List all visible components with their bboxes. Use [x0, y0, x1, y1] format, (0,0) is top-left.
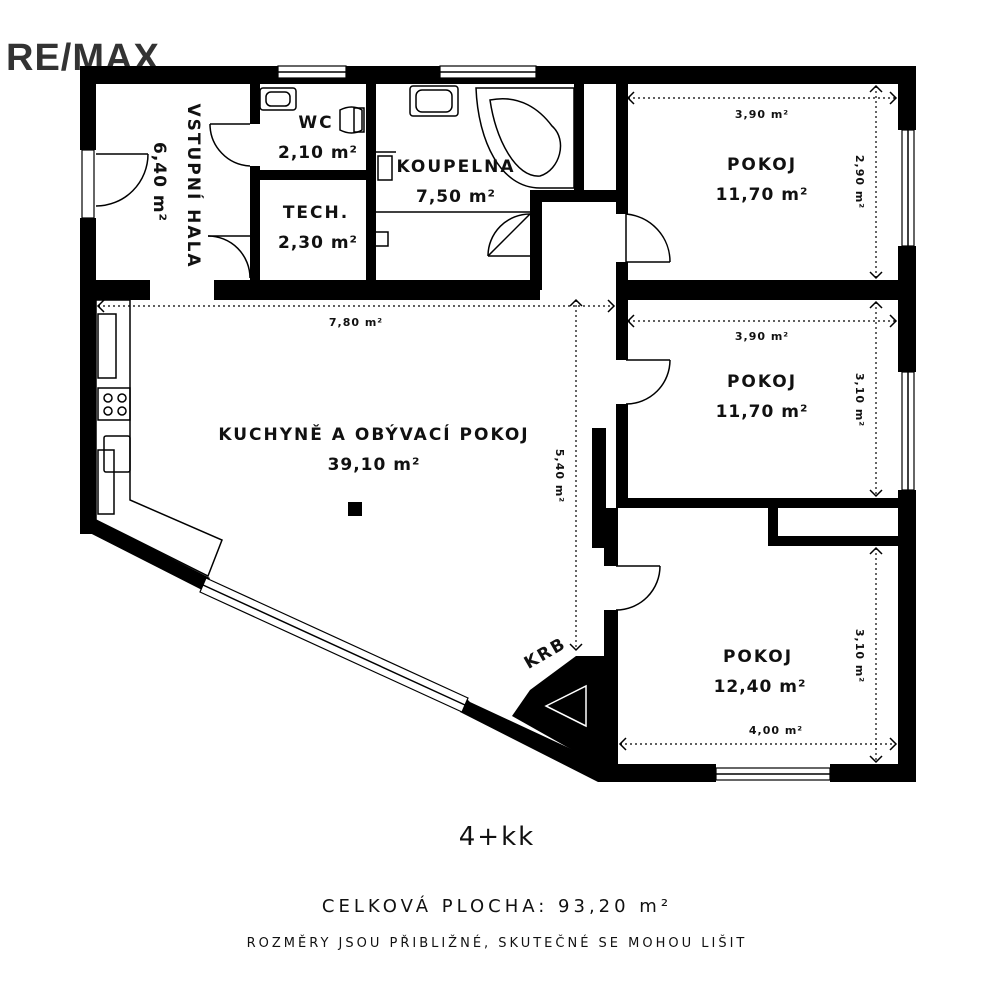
room2-label: POKOJ	[727, 372, 797, 392]
svg-text:3,10 m²: 3,10 m²	[853, 629, 866, 683]
exterior-walls	[80, 66, 916, 782]
svg-text:6,40 m²: 6,40 m²	[149, 142, 169, 222]
svg-text:5,40 m²: 5,40 m²	[553, 449, 566, 503]
svg-text:VSTUPNÍ HALA: VSTUPNÍ HALA	[183, 103, 205, 268]
fixtures	[95, 85, 575, 578]
tech-label: TECH.	[283, 203, 349, 223]
hall-area: 6,40 m²	[149, 142, 169, 222]
living-width: 7,80 m²	[329, 316, 383, 329]
svg-text:3,10 m²: 3,10 m²	[853, 373, 866, 427]
room2-width: 3,90 m²	[735, 330, 789, 343]
room1-area: 11,70 m²	[716, 185, 809, 205]
room2-area: 11,70 m²	[716, 402, 809, 422]
room3-width: 4,00 m²	[749, 724, 803, 737]
wc-area: 2,10 m²	[278, 143, 358, 163]
doors	[95, 123, 671, 611]
room3-label: POKOJ	[723, 647, 793, 667]
tech-area: 2,30 m²	[278, 233, 358, 253]
windows	[81, 65, 915, 781]
interior-walls	[96, 84, 916, 782]
layout-type: 4+kk	[458, 822, 536, 852]
wc-label: WC	[298, 113, 333, 133]
room3-depth: 3,10 m²	[853, 629, 866, 683]
room1-depth: 2,90 m²	[853, 155, 866, 209]
hall-label: VSTUPNÍ HALA	[183, 103, 205, 268]
living-depth: 5,40 m²	[553, 449, 566, 503]
total-area: CELKOVÁ PLOCHA: 93,20 m²	[321, 896, 673, 917]
disclaimer-note: ROZMĚRY JSOU PŘIBLIŽNÉ, SKUTEČNÉ SE MOHO…	[246, 936, 748, 951]
room3-area: 12,40 m²	[714, 677, 807, 697]
bath-label: KOUPELNA	[397, 157, 516, 177]
bath-area: 7,50 m²	[416, 187, 496, 207]
svg-text:2,90 m²: 2,90 m²	[853, 155, 866, 209]
dimension-lines	[96, 84, 898, 764]
fireplace	[544, 684, 587, 728]
room1-label: POKOJ	[727, 155, 797, 175]
living-area: 39,10 m²	[328, 455, 421, 475]
room1-width: 3,90 m²	[735, 108, 789, 121]
living-label: KUCHYNĚ A OBÝVACÍ POKOJ	[218, 423, 529, 445]
room2-depth: 3,10 m²	[853, 373, 866, 427]
